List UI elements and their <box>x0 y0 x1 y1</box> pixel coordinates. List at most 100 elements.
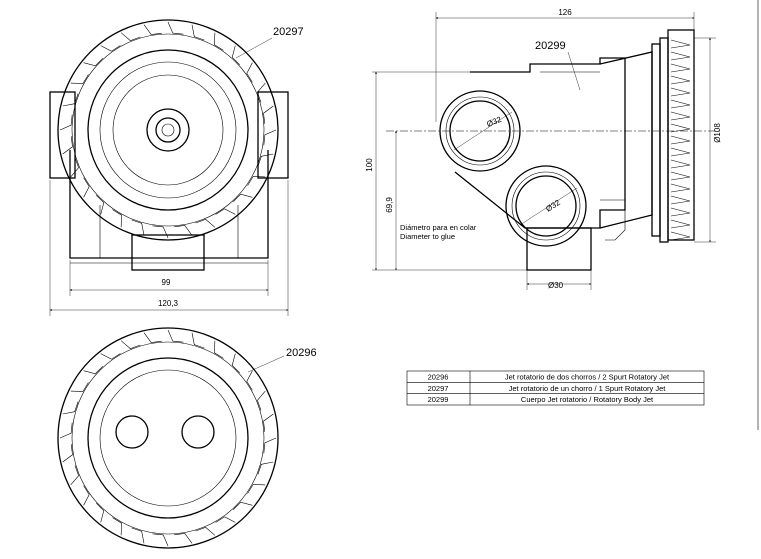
label-top-jet: 20297 <box>273 26 304 38</box>
flange-rib <box>670 171 691 181</box>
grip-tread <box>62 93 79 107</box>
dim-outer-width: 120,3 <box>158 299 179 308</box>
side-view <box>372 12 720 290</box>
grip-tread <box>70 465 79 486</box>
lower-pipe-socket <box>505 165 587 247</box>
jet-nozzle <box>146 108 190 152</box>
grip-tread <box>131 527 145 544</box>
parts-table-frame <box>406 370 705 406</box>
grip-treads-side <box>670 39 691 241</box>
flange-rib <box>670 135 691 145</box>
flange-rib <box>670 195 691 205</box>
dim-outlet: Ø30 <box>548 281 564 290</box>
dim-inner-width: 99 <box>162 278 171 287</box>
grip-tread <box>152 533 169 547</box>
jet2-nozzle-right <box>181 415 215 449</box>
grip-tread <box>83 365 104 375</box>
grip-tread <box>95 194 105 215</box>
flange-rib <box>670 51 691 61</box>
flange-rib <box>670 111 691 121</box>
grip-tread <box>232 501 253 511</box>
jet2-nozzle-left <box>115 415 149 449</box>
grip-tread <box>143 332 162 343</box>
grip-tread <box>231 353 241 374</box>
grip-tread <box>167 21 184 35</box>
grip-tread <box>214 32 224 51</box>
flange-rib <box>670 39 691 49</box>
jet-outer-ring <box>57 19 279 241</box>
grip-tread <box>191 24 205 41</box>
grip-tread <box>83 177 90 198</box>
outlet-stub <box>131 234 205 271</box>
flange-rib <box>670 207 691 217</box>
grip-tread <box>263 437 277 454</box>
grip-tread <box>191 332 205 349</box>
grip-tread <box>257 461 274 475</box>
bottom-jet-view <box>57 327 285 549</box>
grip-tread <box>263 413 274 432</box>
flange-rib <box>670 87 691 97</box>
flange-rib <box>670 219 691 229</box>
table-row-description: Jet rotatorio de dos chorros / 2 Spurt R… <box>505 373 670 382</box>
leader-20299 <box>567 51 581 91</box>
note-spanish: Diámetro para en colar <box>400 223 477 232</box>
grip-tread <box>195 219 216 228</box>
body-outline <box>69 150 269 259</box>
leader-20296 <box>247 355 285 373</box>
dim-pipe-lower: Ø32 <box>544 198 562 214</box>
grip-tread <box>59 422 73 439</box>
table-row-code: 20296 <box>428 373 449 382</box>
grip-tread <box>131 219 145 236</box>
dim-height-total: 100 <box>365 158 374 172</box>
grip-tread <box>246 370 253 391</box>
front-view <box>49 19 289 316</box>
grip-tread <box>215 208 236 215</box>
grip-tread <box>195 527 216 536</box>
grip-tread <box>70 157 79 178</box>
grip-tread <box>231 45 241 66</box>
grip-tread <box>263 105 274 124</box>
flange <box>651 43 661 237</box>
grip-tread <box>232 193 253 203</box>
flange-rib <box>670 75 691 85</box>
label-body: 20299 <box>535 40 566 52</box>
grip-tread <box>152 225 169 239</box>
grip-tread <box>174 533 193 544</box>
outlet-pipe <box>526 227 592 271</box>
grip-tread <box>100 353 121 360</box>
grip-tread <box>263 129 277 146</box>
grip-tread <box>83 485 90 506</box>
grip-tread <box>62 444 73 463</box>
grip-tread <box>120 340 141 349</box>
grip-tread <box>112 209 122 228</box>
grip-tread <box>257 390 266 411</box>
note-english: Diameter to glue <box>400 232 455 241</box>
grip-tread <box>167 329 184 343</box>
grip-treads-front <box>59 21 277 239</box>
grip-tread <box>112 517 122 536</box>
grip-tread <box>257 82 266 103</box>
table-row-description: Cuerpo Jet rotatorio / Rotatory Body Jet <box>521 395 654 404</box>
left-pipe-stub <box>49 91 76 179</box>
grip-tread <box>70 74 89 84</box>
grip-tread <box>247 176 266 186</box>
grip-tread <box>62 136 73 155</box>
grip-tread <box>246 62 253 83</box>
grip-tread <box>95 502 105 523</box>
flange-rib <box>670 147 691 157</box>
dim-body-length: 126 <box>558 8 572 17</box>
table-row-code: 20299 <box>428 395 449 404</box>
flange-rib <box>670 231 691 241</box>
flange-rib <box>670 159 691 169</box>
body-housing <box>454 57 626 229</box>
dim-height-axis: 69,9 <box>385 197 394 213</box>
grip-tread <box>100 45 121 52</box>
flange-rib <box>670 183 691 193</box>
grip-tread <box>214 340 224 359</box>
grip-tread <box>215 516 236 523</box>
parts-table <box>406 370 705 406</box>
dim-flange-diameter: Ø108 <box>713 123 722 143</box>
label-bottom-jet: 20296 <box>286 347 317 359</box>
dim-pipe-upper: Ø32 <box>485 115 503 129</box>
